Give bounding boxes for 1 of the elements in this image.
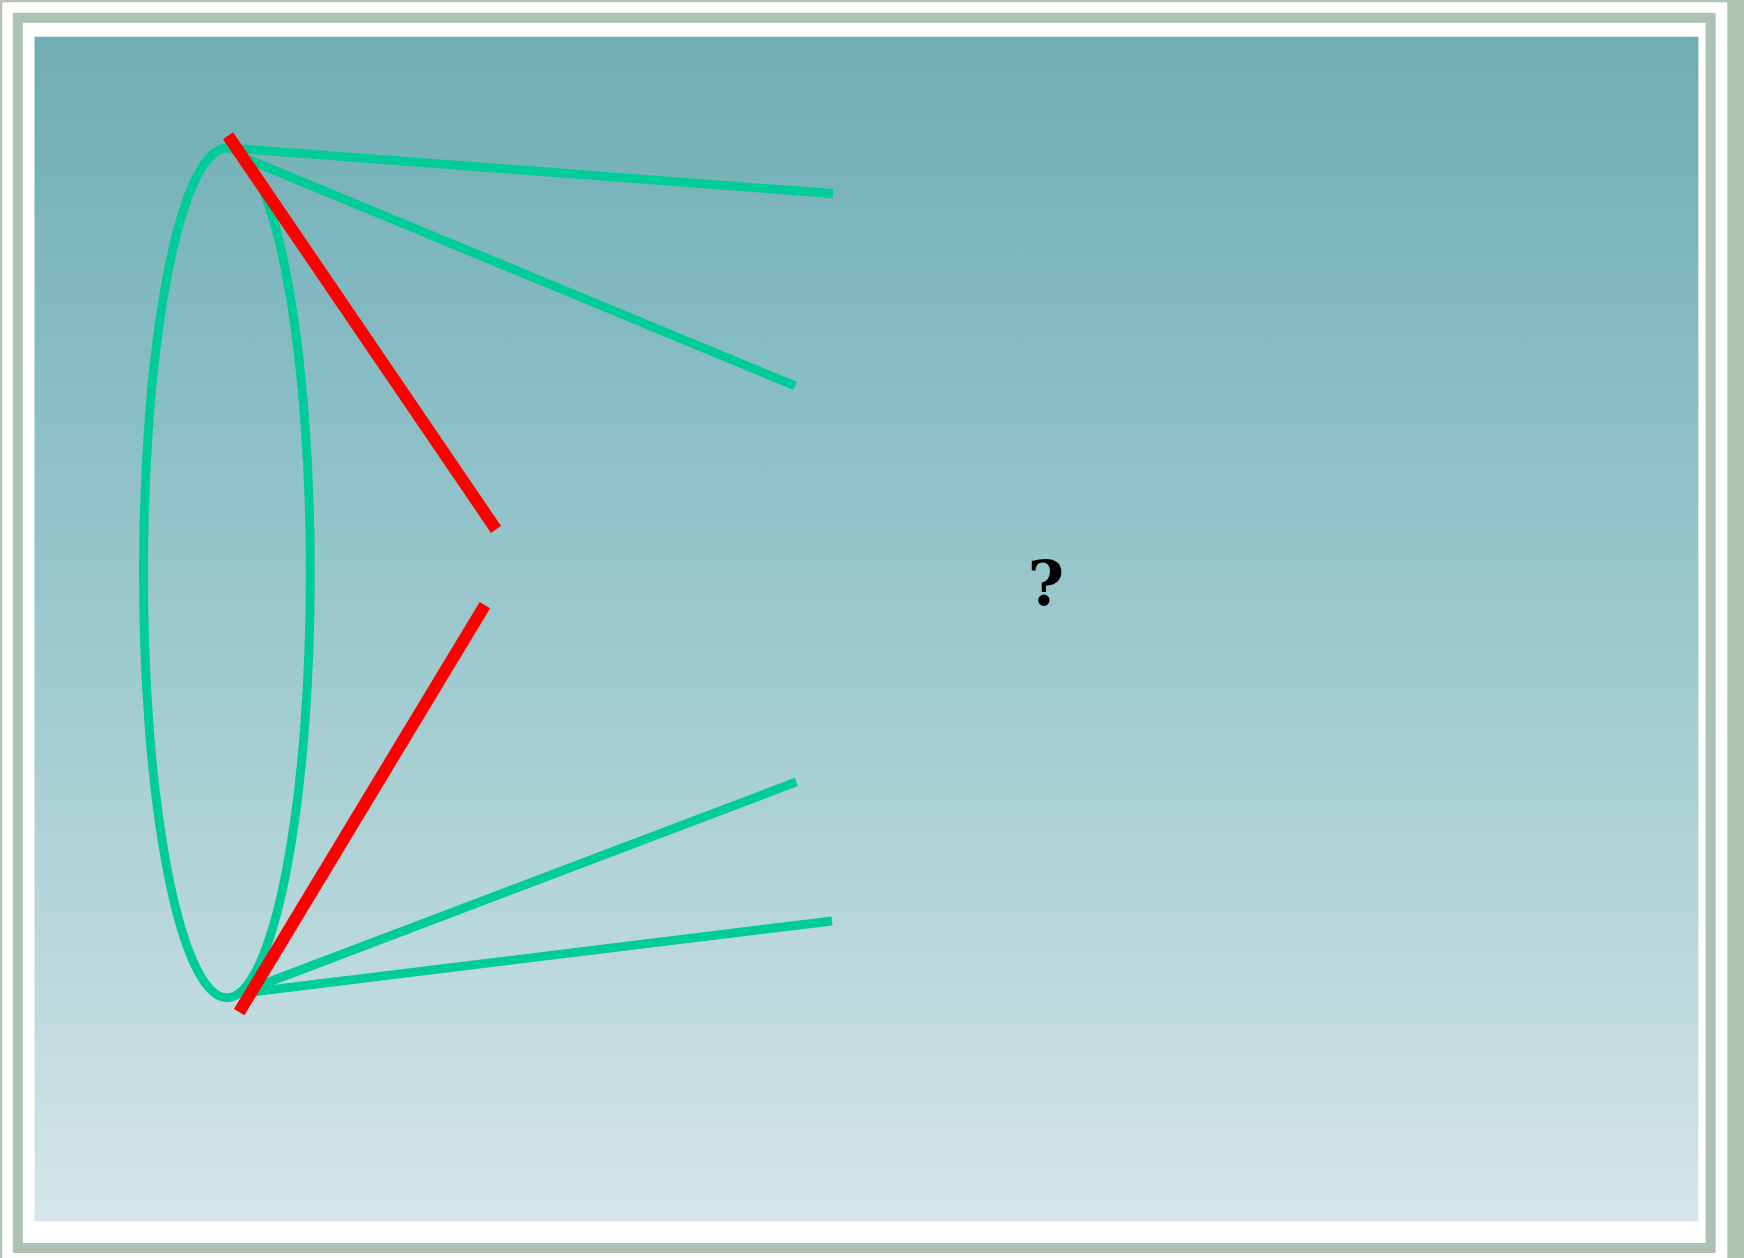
question-mark: ?	[1027, 553, 1065, 615]
